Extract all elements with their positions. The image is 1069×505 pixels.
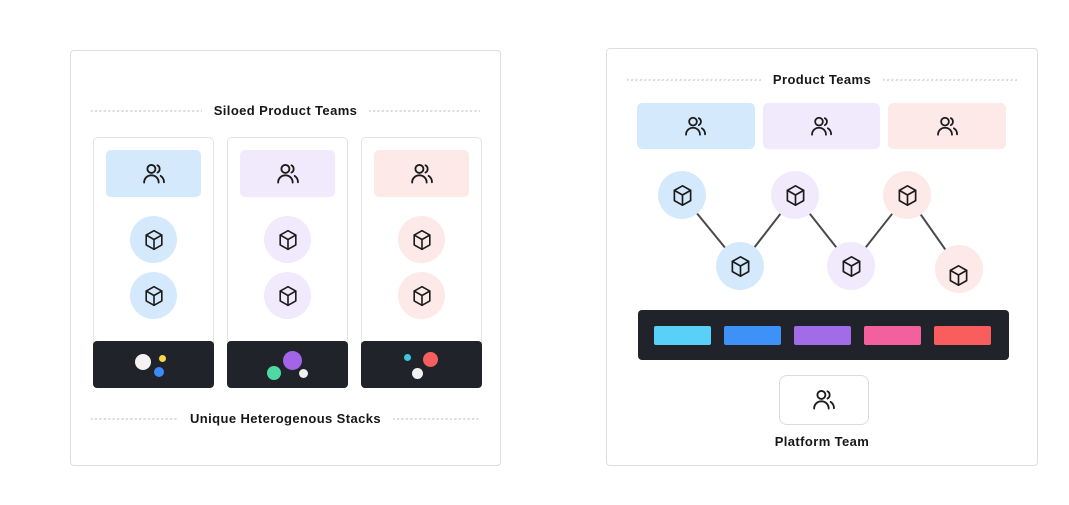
platform-team-label: Platform Team (774, 434, 870, 449)
users-icon (275, 161, 301, 187)
platform-chip (864, 325, 921, 345)
cube-icon (142, 228, 166, 252)
team-header (637, 103, 755, 149)
left-panel-caption: Unique Heterogenous Stacks (190, 411, 381, 426)
service-node (264, 216, 311, 263)
stack-dot (404, 354, 411, 361)
cube-icon (410, 284, 434, 308)
team-column-purple (227, 137, 348, 388)
team-header (374, 150, 469, 197)
service-node (658, 171, 706, 219)
team-header (240, 150, 335, 197)
platform-layer-bar (638, 310, 1009, 360)
team-header (762, 103, 881, 149)
cube-icon (946, 263, 971, 288)
service-node (130, 216, 177, 263)
service-node (130, 272, 177, 319)
stack-dot (154, 367, 164, 377)
left-panel-title-row: Siloed Product Teams (91, 103, 481, 118)
service-node (716, 242, 764, 290)
stack-dot (412, 368, 423, 379)
cube-icon (728, 254, 753, 279)
service-node (883, 171, 931, 219)
team-column-blue (93, 137, 214, 388)
left-panel-title: Siloed Product Teams (213, 103, 358, 118)
service-node (398, 216, 445, 263)
divider-line (91, 417, 178, 420)
cube-icon (839, 254, 864, 279)
cube-icon (142, 284, 166, 308)
stack-dot (159, 355, 166, 362)
divider-line (883, 78, 1017, 81)
platform-chip (654, 325, 711, 345)
siloed-teams-panel: Siloed Product Teams (70, 50, 501, 466)
stack-dot (423, 352, 438, 367)
right-panel-title: Product Teams (772, 72, 872, 87)
users-icon (809, 114, 834, 139)
product-team-headers (637, 103, 1007, 149)
service-node (264, 272, 311, 319)
cube-icon (410, 228, 434, 252)
platform-chip (724, 325, 781, 345)
stack-dot (267, 366, 281, 380)
users-icon (683, 114, 708, 139)
users-icon (935, 114, 960, 139)
divider-line (627, 78, 761, 81)
tech-stack-bar (361, 341, 482, 388)
team-header (888, 103, 1007, 149)
cube-icon (670, 183, 695, 208)
service-node (771, 171, 819, 219)
right-panel-title-row: Product Teams (627, 72, 1017, 87)
service-node (827, 242, 875, 290)
stack-dot (299, 369, 308, 378)
service-node (398, 272, 445, 319)
team-column-pink (361, 137, 482, 388)
divider-line (369, 109, 481, 112)
divider-line (91, 109, 202, 112)
platform-chip (794, 325, 851, 345)
tech-stack-bar (93, 341, 214, 388)
cube-icon (276, 284, 300, 308)
tech-stack-bar (227, 341, 348, 388)
cube-icon (783, 183, 808, 208)
cube-icon (276, 228, 300, 252)
cube-icon (895, 183, 920, 208)
team-header (106, 150, 201, 197)
divider-line (393, 417, 480, 420)
users-icon (811, 387, 837, 413)
users-icon (409, 161, 435, 187)
platform-teams-panel: Product Teams (606, 48, 1038, 466)
stack-dot (283, 351, 302, 370)
service-node (935, 245, 983, 293)
platform-team-box (779, 375, 869, 425)
platform-chip (934, 325, 991, 345)
users-icon (141, 161, 167, 187)
left-panel-caption-row: Unique Heterogenous Stacks (91, 411, 480, 426)
stack-dot (135, 354, 151, 370)
